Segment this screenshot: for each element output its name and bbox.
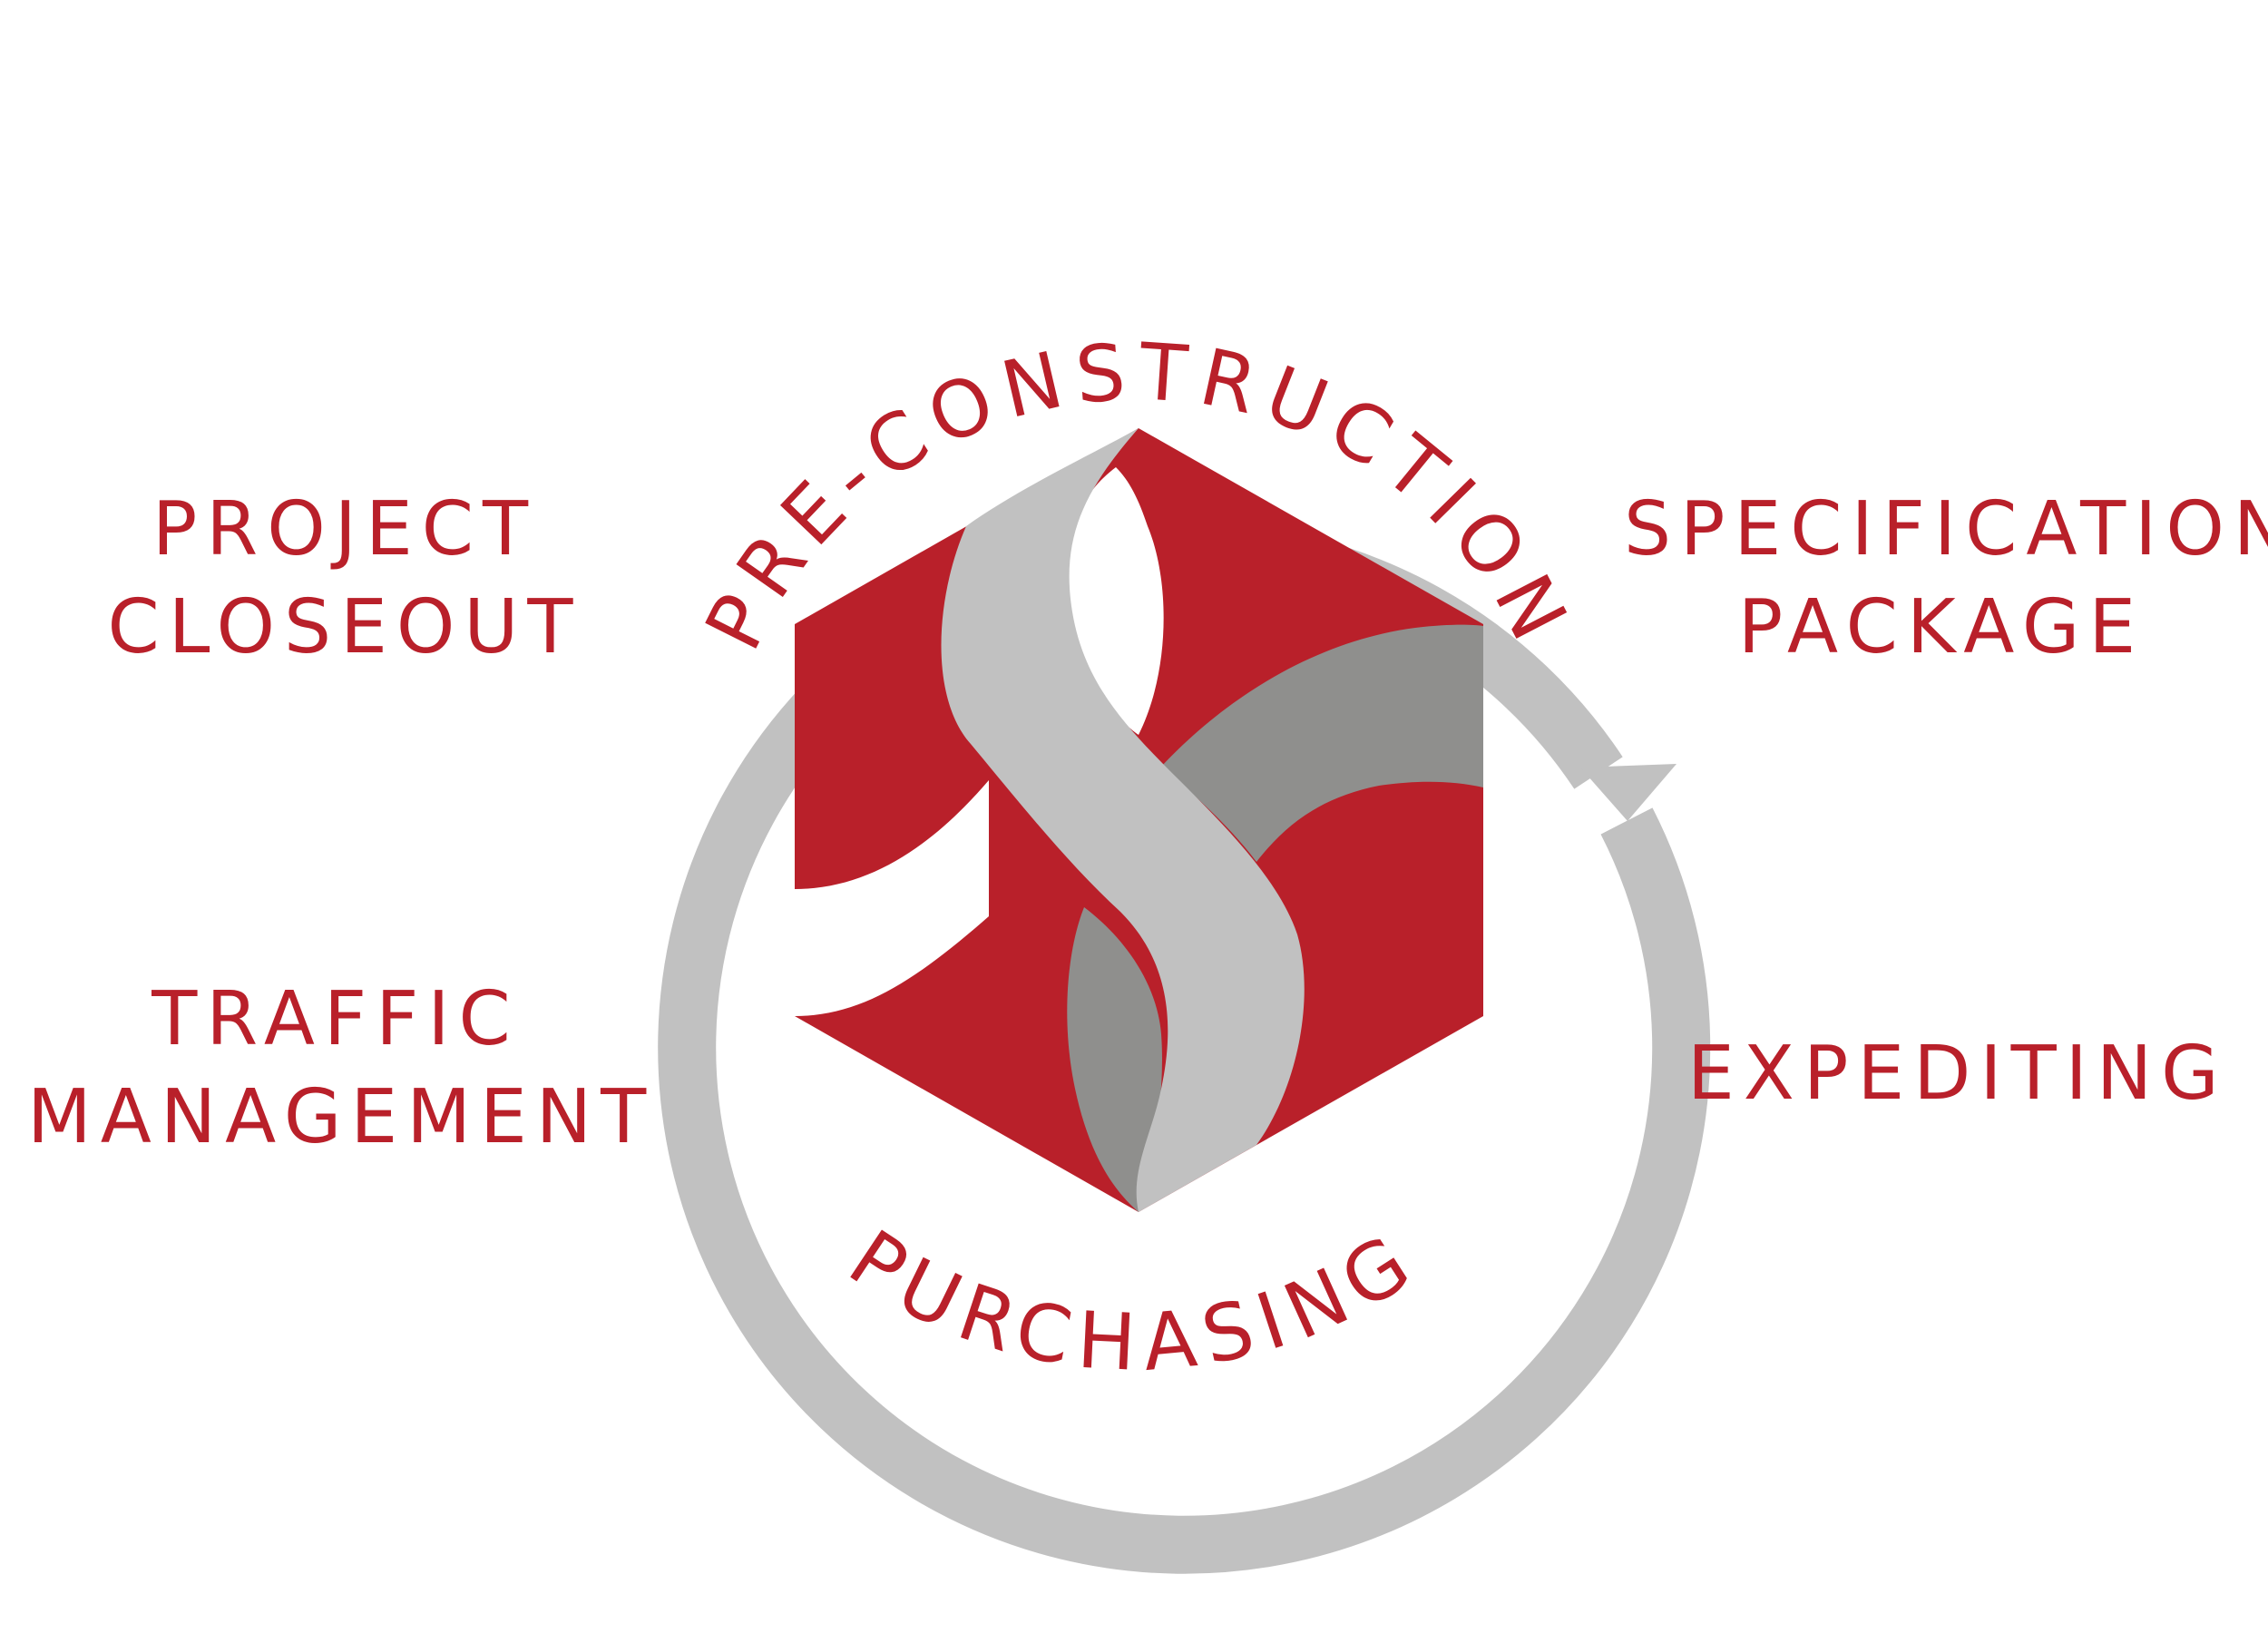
stage-label-line: MANAGEMENT: [27, 1074, 656, 1160]
logo-ribbon-light-s: [941, 428, 1305, 1212]
stage-label-line: SPECIFICATION: [1624, 486, 2268, 572]
stage-label-traffic-management: TRAFFIC MANAGEMENT: [27, 971, 656, 1167]
cycle-arrowhead-icon: [1580, 764, 1677, 821]
logo-white-cut-left: [795, 780, 989, 1016]
stage-label-line: PACKAGE: [1737, 584, 2146, 670]
stage-label-line: PROJECT: [152, 486, 538, 572]
stage-label-project-closeout: PROJECT CLOSEOUT: [91, 481, 599, 677]
stage-label-expediting: EXPEDITING: [1687, 1025, 2228, 1123]
stage-label-line: EXPEDITING: [1687, 1031, 2228, 1117]
hexagon-s-logo: [795, 428, 1483, 1212]
stage-label-specification-package: SPECIFICATION PACKAGE: [1624, 481, 2268, 677]
logo-ribbon-dark-right: [1161, 624, 1483, 862]
stage-label-line: TRAFFIC: [152, 976, 520, 1062]
logo-ribbon-dark-bottom: [1067, 907, 1162, 1212]
stage-label-purchasing: PURCHASING: [834, 1213, 1435, 1389]
stage-label-line: CLOSEOUT: [107, 584, 582, 670]
